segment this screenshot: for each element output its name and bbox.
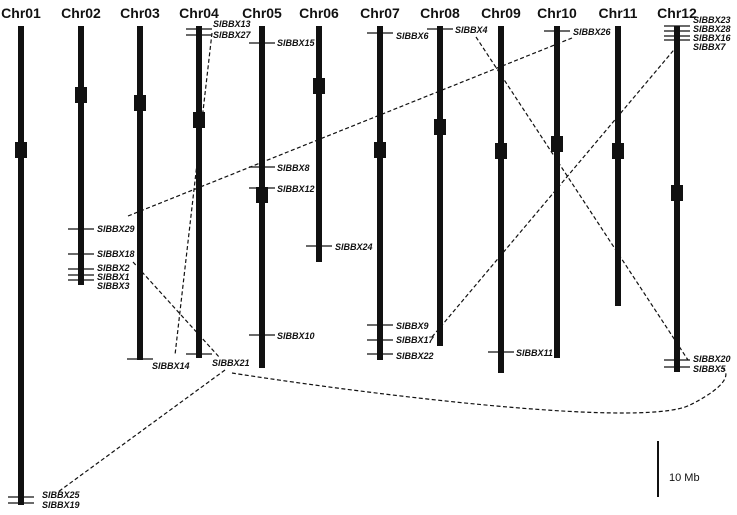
duplication-link-21-5 [231,365,727,414]
gene-label-slbbx24: SlBBX24 [335,242,373,252]
scale-bar-label: 10 Mb [669,472,700,484]
gene-label-slbbx28: SlBBX28 [693,24,731,34]
gene-label-slbbx3: SlBBX3 [97,281,130,291]
gene-label-slbbx7: SlBBX7 [693,42,727,52]
gene-label-slbbx26: SlBBX26 [573,27,612,37]
chromosome-chr11: Chr11 [599,5,638,306]
gene-label-slbbx17: SlBBX17 [396,335,435,345]
gene-label-slbbx23: SlBBX23 [693,15,731,25]
chromosome-bar-chr07 [377,26,383,360]
centromere-chr01 [15,142,27,158]
chromosome-title-chr08: Chr08 [420,5,460,21]
centromere-chr11 [612,143,624,159]
chromosome-title-chr07: Chr07 [360,5,400,21]
chromosome-chr07: Chr07 [360,5,400,360]
chromosome-bar-chr01 [18,26,24,505]
scale-bar: 10 Mb [657,441,700,497]
chromosome-title-chr05: Chr05 [242,5,282,21]
centromere-chr03 [134,95,146,111]
duplication-link-21-25 [57,369,226,493]
chromosome-bar-chr02 [78,26,84,285]
chromosome-title-chr11: Chr11 [599,5,638,21]
gene-label-slbbx19: SlBBX19 [42,500,80,510]
gene-label-slbbx4: SlBBX4 [455,25,488,35]
chromosome-bar-chr04 [196,26,202,358]
gene-label-slbbx25: SlBBX25 [42,490,81,500]
duplication-link-13-14 [174,32,213,356]
gene-label-slbbx1: SlBBX1 [97,272,130,282]
gene-label-slbbx27: SlBBX27 [213,30,252,40]
centromere-chr06 [313,78,325,94]
chromosome-chr01: Chr01 [1,5,41,505]
duplication-link-4-20 [475,36,689,361]
centromere-chr09 [495,143,507,159]
centromere-chr07 [374,142,386,158]
gene-label-slbbx9: SlBBX9 [396,321,429,331]
chromosome-chr04: Chr04 [179,5,219,358]
chromosomes: Chr01 Chr02 Chr03 Chr04 Chr05 Chr06 Chr07 Chr08… [1,5,697,505]
chromosome-chr09: Chr09 [481,5,521,373]
chromosome-title-chr06: Chr06 [299,5,339,21]
duplication-links [57,32,727,493]
chromosome-title-chr10: Chr10 [537,5,577,21]
gene-label-slbbx8: SlBBX8 [277,163,310,173]
gene-label-slbbx29: SlBBX29 [97,224,135,234]
gene-label-slbbx16: SlBBX16 [693,33,732,43]
chromosome-chr08: Chr08 [420,5,460,346]
centromere-chr02 [75,87,87,103]
chromosome-title-chr09: Chr09 [481,5,521,21]
chromosome-bar-chr09 [498,26,504,373]
gene-label-slbbx18: SlBBX18 [97,249,135,259]
chromosome-chr12: Chr12 [657,5,697,372]
chromosome-chr06: Chr06 [299,5,339,262]
chromosome-bar-chr10 [554,26,560,358]
gene-markers: SlBBX1SlBBX2SlBBX3SlBBX4SlBBX5SlBBX6SlBB… [8,15,732,510]
chromosome-title-chr04: Chr04 [179,5,219,21]
chromosome-chr05: Chr05 [242,5,282,368]
chromosome-title-chr02: Chr02 [61,5,101,21]
centromere-chr12 [671,185,683,201]
centromere-chr10 [551,136,563,152]
chromosome-chr03: Chr03 [120,5,160,360]
chromosome-bar-chr03 [137,26,143,360]
chromosome-title-chr12: Chr12 [657,5,697,21]
gene-label-slbbx21: SlBBX21 [212,358,250,368]
chromosome-bar-chr06 [316,26,322,262]
gene-label-slbbx15: SlBBX15 [277,38,316,48]
chromosome-title-chr03: Chr03 [120,5,160,21]
chromosome-bar-chr08 [437,26,443,346]
gene-label-slbbx11: SlBBX11 [516,348,553,358]
gene-label-slbbx13: SlBBX13 [213,19,251,29]
gene-label-slbbx2: SlBBX2 [97,263,130,273]
gene-label-slbbx12: SlBBX12 [277,184,315,194]
gene-label-slbbx20: SlBBX20 [693,354,731,364]
chromosome-title-chr01: Chr01 [1,5,41,21]
centromere-chr05 [256,187,268,203]
gene-label-slbbx22: SlBBX22 [396,351,434,361]
duplication-link-18-21 [132,261,221,359]
chromosome-bar-chr11 [615,26,621,306]
gene-label-slbbx14: SlBBX14 [152,361,190,371]
chromosome-chr10: Chr10 [537,5,577,358]
gene-label-slbbx6: SlBBX6 [396,31,430,41]
chromosome-chr02: Chr02 [61,5,101,285]
gene-label-slbbx5: SlBBX5 [693,364,727,374]
centromere-chr04 [193,112,205,128]
gene-label-slbbx10: SlBBX10 [277,331,315,341]
centromere-chr08 [434,119,446,135]
